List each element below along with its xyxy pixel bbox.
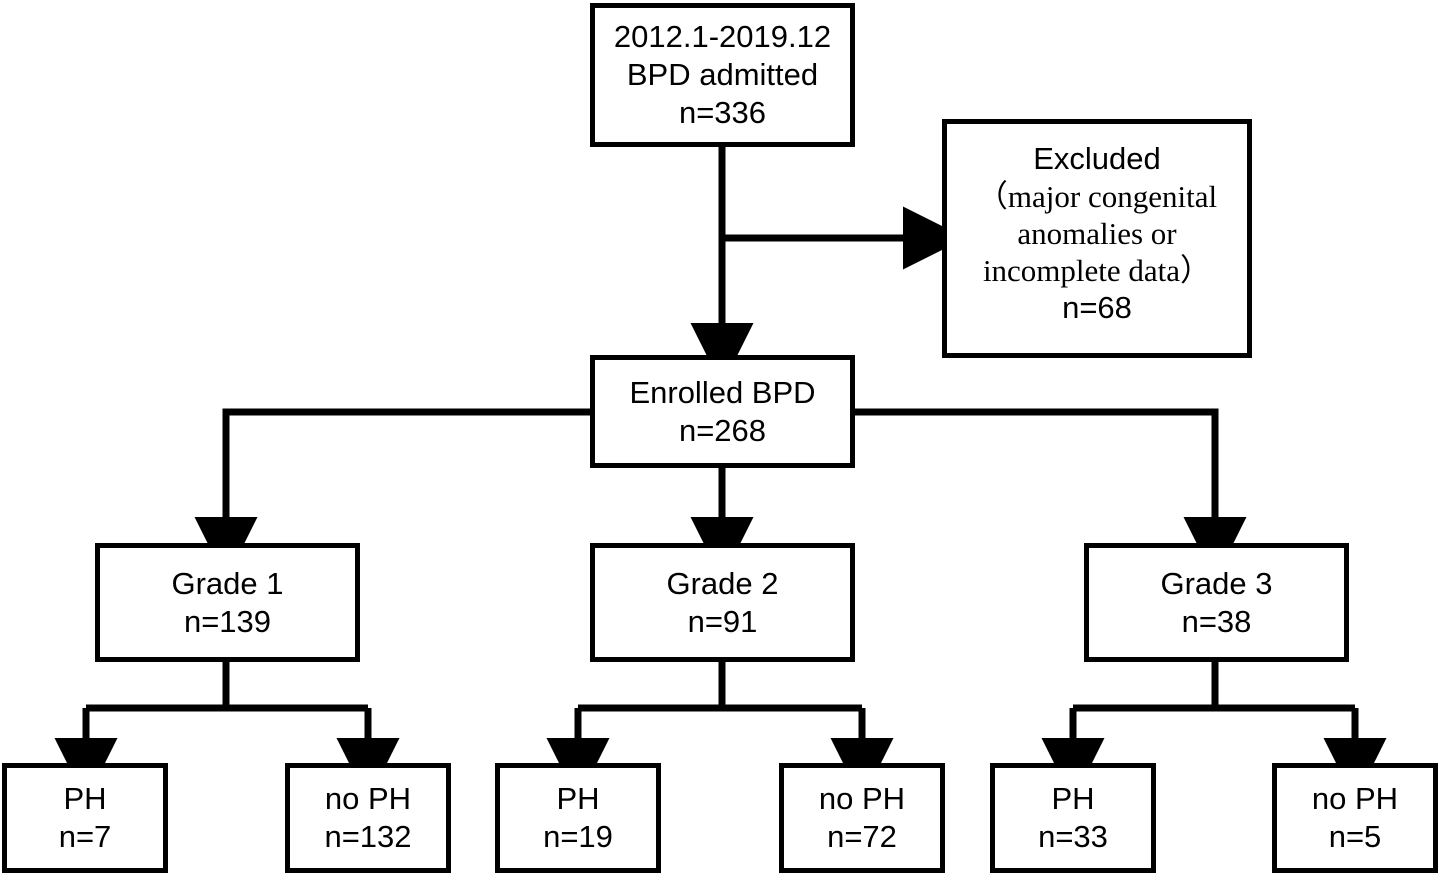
grade-3-no-ph-label: no PH xyxy=(1311,781,1399,817)
grade-3-count: n=38 xyxy=(1181,603,1252,639)
node-grade-2-ph[interactable]: PH n=19 xyxy=(495,763,661,873)
node-grade-1-ph[interactable]: PH n=7 xyxy=(2,763,168,873)
excluded-count: n=68 xyxy=(1062,290,1132,326)
grade-2-ph-count: n=19 xyxy=(543,819,613,854)
node-excluded[interactable]: Excluded （major congenital anomalies or … xyxy=(942,119,1252,358)
node-grade-3-no-ph[interactable]: no PH n=5 xyxy=(1272,763,1438,873)
grade-1-no-ph-label: no PH xyxy=(324,781,412,817)
bpd-admitted-line-2: BPD admitted xyxy=(626,57,819,93)
bpd-admitted-count: n=336 xyxy=(678,94,767,130)
grade-3-ph-count: n=33 xyxy=(1038,819,1108,854)
grade-2-count: n=91 xyxy=(687,603,758,639)
node-grade-1[interactable]: Grade 1 n=139 xyxy=(95,543,360,662)
enrolled-count: n=268 xyxy=(678,412,767,448)
grade-1-count: n=139 xyxy=(183,603,272,639)
node-grade-3[interactable]: Grade 3 n=38 xyxy=(1084,543,1349,662)
excluded-line-2: （major congenital xyxy=(976,178,1218,214)
grade-2-no-ph-count: n=72 xyxy=(827,819,897,854)
edge-enrolled-to-grade3 xyxy=(855,408,1247,580)
grade-3-ph-label: PH xyxy=(1051,781,1095,817)
excluded-line-4: incomplete data） xyxy=(982,253,1212,289)
bpd-admitted-line-1: 2012.1-2019.12 xyxy=(613,19,832,55)
grade-2-no-ph-label: no PH xyxy=(818,781,906,817)
excluded-line-3: anomalies or xyxy=(1017,216,1177,251)
grade-2-ph-label: PH xyxy=(556,781,600,817)
edge-enrolled-to-grade1 xyxy=(194,408,590,580)
node-grade-1-no-ph[interactable]: no PH n=132 xyxy=(285,763,451,873)
grade-1-no-ph-count: n=132 xyxy=(324,819,412,854)
edge-grade3-split xyxy=(1041,662,1387,801)
grade-2-label: Grade 2 xyxy=(666,565,779,601)
node-bpd-admitted[interactable]: 2012.1-2019.12 BPD admitted n=336 xyxy=(590,3,855,147)
grade-3-no-ph-count: n=5 xyxy=(1328,819,1382,854)
node-grade-2-no-ph[interactable]: no PH n=72 xyxy=(779,763,945,873)
grade-3-label: Grade 3 xyxy=(1160,565,1273,601)
edge-grade2-split xyxy=(546,662,894,801)
enrolled-label: Enrolled BPD xyxy=(629,374,816,410)
grade-1-ph-count: n=7 xyxy=(58,819,112,854)
node-enrolled-bpd[interactable]: Enrolled BPD n=268 xyxy=(590,355,855,468)
node-grade-2[interactable]: Grade 2 n=91 xyxy=(590,543,855,662)
node-grade-3-ph[interactable]: PH n=33 xyxy=(990,763,1156,873)
excluded-line-1: Excluded xyxy=(1033,141,1161,176)
grade-1-ph-label: PH xyxy=(63,781,107,817)
grade-1-label: Grade 1 xyxy=(171,565,284,601)
edge-grade1-split xyxy=(54,662,400,801)
